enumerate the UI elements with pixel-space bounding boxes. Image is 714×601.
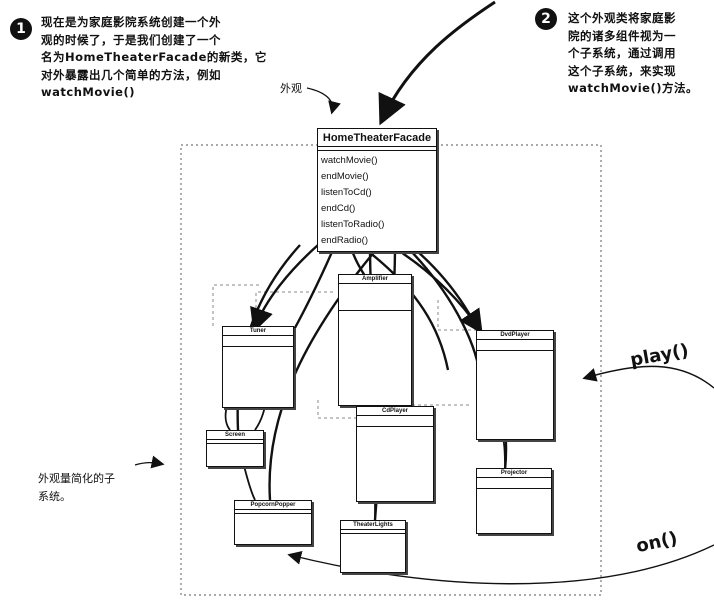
projector-class-name: Projector (477, 469, 551, 478)
theaterlights-class-box: TheaterLights (340, 520, 406, 573)
theaterlights-class-name: TheaterLights (341, 521, 405, 530)
popcornpopper-class-methods (235, 514, 311, 544)
theaterlights-class-methods (341, 534, 405, 572)
method-listen-to-cd: listenToCd() (321, 187, 372, 198)
subsystem-label-line1: 外观量简化的子 (38, 472, 115, 485)
tuner-class-attributes (223, 336, 293, 347)
method-end-radio: endRadio() (321, 235, 368, 246)
screen-class-box: Screen (206, 430, 264, 467)
subsystem-label-arrow (134, 455, 165, 469)
method-watch-movie: watchMovie() (321, 155, 378, 166)
note-2: 这个外观类将家庭影 院的诸多组件视为一 个子系统，通过调用 这个子系统，来实现 … (568, 11, 698, 95)
projector-class-box: Projector (476, 468, 552, 534)
top-arrow (378, 0, 496, 126)
dvdplayer-class-name: DvdPlayer (477, 331, 553, 340)
amplifier-class-methods (339, 311, 411, 405)
cdplayer-class-name: CdPlayer (357, 407, 433, 416)
popcornpopper-class-name: PopcornPopper (235, 501, 311, 510)
note-2-badge: 2 (535, 8, 557, 30)
note-1-badge: 1 (10, 18, 32, 40)
tuner-class-box: Tuner (222, 326, 294, 408)
dvdplayer-class-box: DvdPlayer (476, 330, 554, 440)
subsystem-label-line2: 系统。 (38, 490, 71, 503)
cdplayer-class-box: CdPlayer (356, 406, 434, 502)
theaterlights-class-attributes (341, 530, 405, 534)
dvdplayer-class-attributes (477, 340, 553, 351)
projector-class-methods (477, 489, 551, 533)
method-end-cd: endCd() (321, 203, 356, 214)
method-listen-to-radio: listenToRadio() (321, 219, 385, 230)
tuner-class-methods (223, 347, 293, 407)
note-1: 现在是为家庭影院系统创建一个外 观的时候了，于是我们创建了一个 名为HomeTh… (41, 15, 267, 99)
amplifier-class-box: Amplifier (338, 274, 412, 406)
amplifier-class-attributes (339, 284, 411, 311)
facade-class-attributes (318, 147, 436, 151)
method-end-movie: endMovie() (321, 171, 369, 182)
tuner-class-name: Tuner (223, 327, 293, 336)
cdplayer-class-attributes (357, 416, 433, 427)
screen-class-name: Screen (207, 431, 263, 440)
screen-class-attributes (207, 440, 263, 444)
facade-class-name: HomeTheaterFacade (318, 129, 436, 147)
facade-label-arrow (306, 87, 341, 115)
facade-label: 外观 (280, 82, 302, 95)
facade-class-box: HomeTheaterFacade watchMovie() endMovie(… (317, 128, 437, 252)
amplifier-class-name: Amplifier (339, 275, 411, 284)
play-call-arrow (582, 365, 714, 389)
facade-class-methods: watchMovie() endMovie() listenToCd() end… (318, 151, 436, 251)
popcornpopper-class-attributes (235, 510, 311, 514)
dvdplayer-class-methods (477, 351, 553, 439)
screen-class-methods (207, 444, 263, 466)
projector-class-attributes (477, 478, 551, 489)
cdplayer-class-methods (357, 427, 433, 501)
popcornpopper-class-box: PopcornPopper (234, 500, 312, 545)
